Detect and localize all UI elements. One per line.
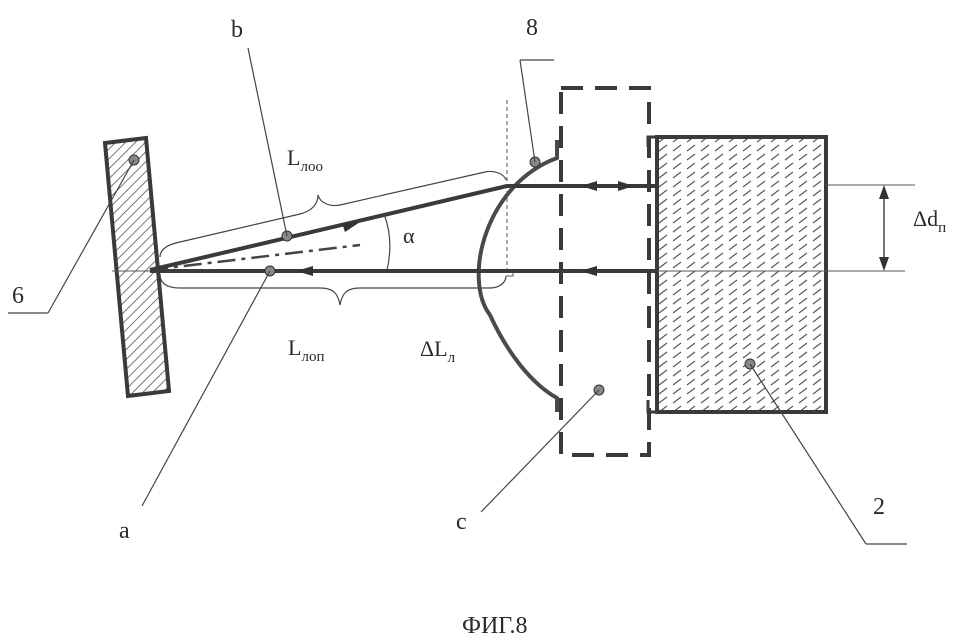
label-l-lop: Lлоп xyxy=(288,335,324,365)
delta-d-dimension xyxy=(879,185,889,271)
element-2-block xyxy=(648,137,826,412)
label-6: 6 xyxy=(12,283,24,309)
alpha-arc xyxy=(384,214,390,270)
label-l-loo: Lлоо xyxy=(287,145,323,175)
label-b: b xyxy=(231,17,243,43)
label-8: 8 xyxy=(526,15,538,41)
label-alpha: α xyxy=(403,223,415,248)
label-c: c xyxy=(456,509,467,535)
label-delta-d: Δdп xyxy=(913,206,946,236)
brace-l-loo xyxy=(160,171,506,257)
normal-dashdot-line xyxy=(150,245,360,270)
element-8-curve xyxy=(479,140,557,412)
label-2: 2 xyxy=(873,494,885,520)
label-delta-l: ΔLл xyxy=(420,336,456,366)
brace-l-lop xyxy=(160,274,506,305)
figure-caption: ФИГ.8 xyxy=(462,613,527,639)
label-a: a xyxy=(119,518,130,544)
